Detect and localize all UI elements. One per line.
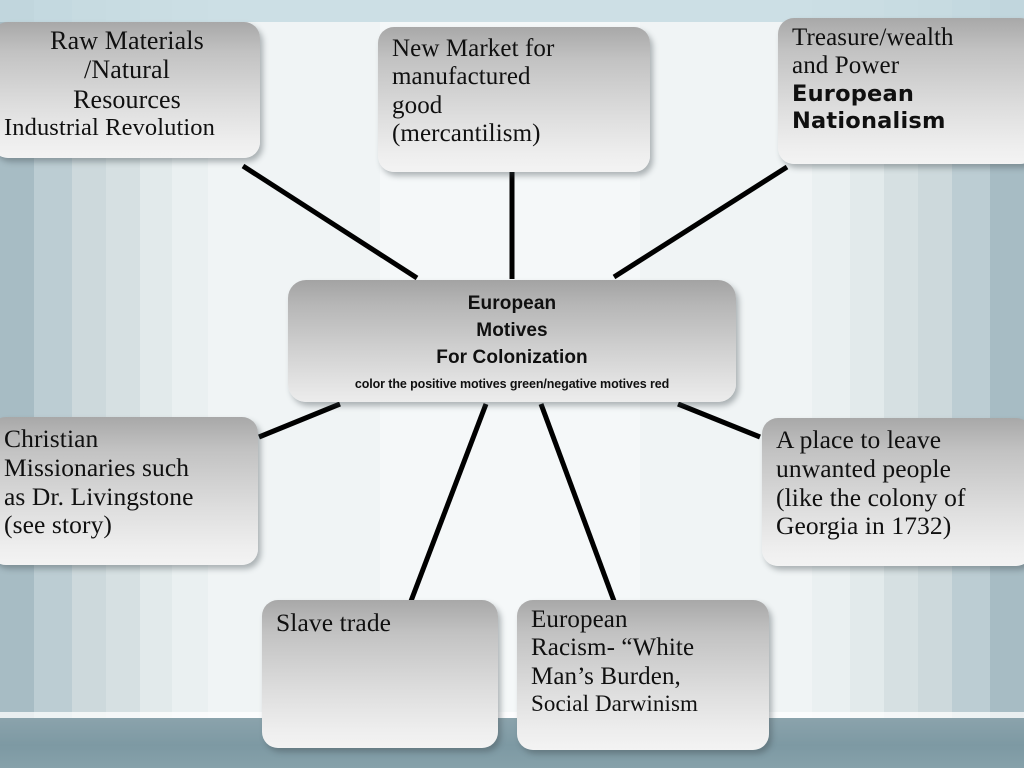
node-new-market-line-3: good [392, 91, 443, 119]
center-node[interactable]: European Motives For Colonization color … [288, 280, 736, 402]
node-treasure-line-2: and Power [792, 52, 900, 80]
background-floor-band [0, 718, 1024, 768]
node-raw-materials-line-1: Raw Materials [50, 26, 204, 55]
connector-christian [258, 401, 341, 440]
center-line-1: European [467, 293, 557, 314]
node-racism-line-1: European [531, 606, 628, 633]
background-horizon-hairline [0, 712, 1024, 718]
node-slave-trade-line-1: Slave trade [276, 608, 392, 637]
center-line-2: Motives [476, 320, 548, 341]
center-line-3: For Colonization [436, 347, 588, 368]
node-christian-line-4: (see story) [4, 510, 113, 540]
connector-raw-materials [241, 163, 419, 281]
node-treasure-line-4: Nationalism [792, 107, 946, 134]
node-raw-materials[interactable]: Raw Materials /Natural Resources Industr… [0, 22, 260, 158]
node-racism-line-3: Man’s Burden, [531, 662, 681, 690]
background-top-band [0, 0, 1024, 22]
node-slave-trade[interactable]: Slave trade [262, 600, 498, 748]
node-new-market[interactable]: New Market for manufactured good (mercan… [378, 27, 650, 172]
node-racism-line-2: Racism- “White [531, 634, 695, 662]
node-christian-line-1: Christian [4, 424, 99, 453]
node-new-market-line-4: (mercantilism) [392, 119, 541, 147]
node-place-line-4: Georgia in 1732) [776, 511, 952, 541]
center-instruction: color the positive motives green/negativ… [354, 377, 670, 391]
node-christian-line-2: Missionaries such [4, 452, 190, 482]
connector-treasure [612, 164, 789, 280]
node-treasure-line-3: European [792, 80, 915, 107]
node-place-to-leave[interactable]: A place to leave unwanted people (like t… [762, 418, 1024, 566]
node-treasure-wealth[interactable]: Treasure/wealth and Power European Natio… [778, 18, 1024, 164]
connector-racism [538, 403, 617, 602]
node-new-market-line-1: New Market for [392, 35, 555, 62]
node-christian-line-3: as Dr. Livingstone [4, 481, 194, 511]
node-racism-line-4: Social Darwinism [531, 690, 699, 716]
node-place-line-1: A place to leave [776, 425, 942, 454]
node-place-line-2: unwanted people [776, 453, 951, 483]
connector-slave-trade [408, 403, 489, 602]
connector-place-to-leave [677, 401, 761, 440]
node-raw-materials-line-4: Industrial Revolution [4, 114, 216, 142]
node-european-racism[interactable]: European Racism- “White Man’s Burden, So… [517, 600, 769, 750]
node-raw-materials-line-3: Resources [73, 84, 181, 114]
node-raw-materials-line-2: /Natural [84, 55, 170, 85]
node-place-line-3: (like the colony of [776, 482, 966, 512]
node-treasure-line-1: Treasure/wealth [792, 24, 954, 51]
node-new-market-line-2: manufactured [392, 63, 531, 91]
node-christian-missionaries[interactable]: Christian Missionaries such as Dr. Livin… [0, 417, 258, 565]
